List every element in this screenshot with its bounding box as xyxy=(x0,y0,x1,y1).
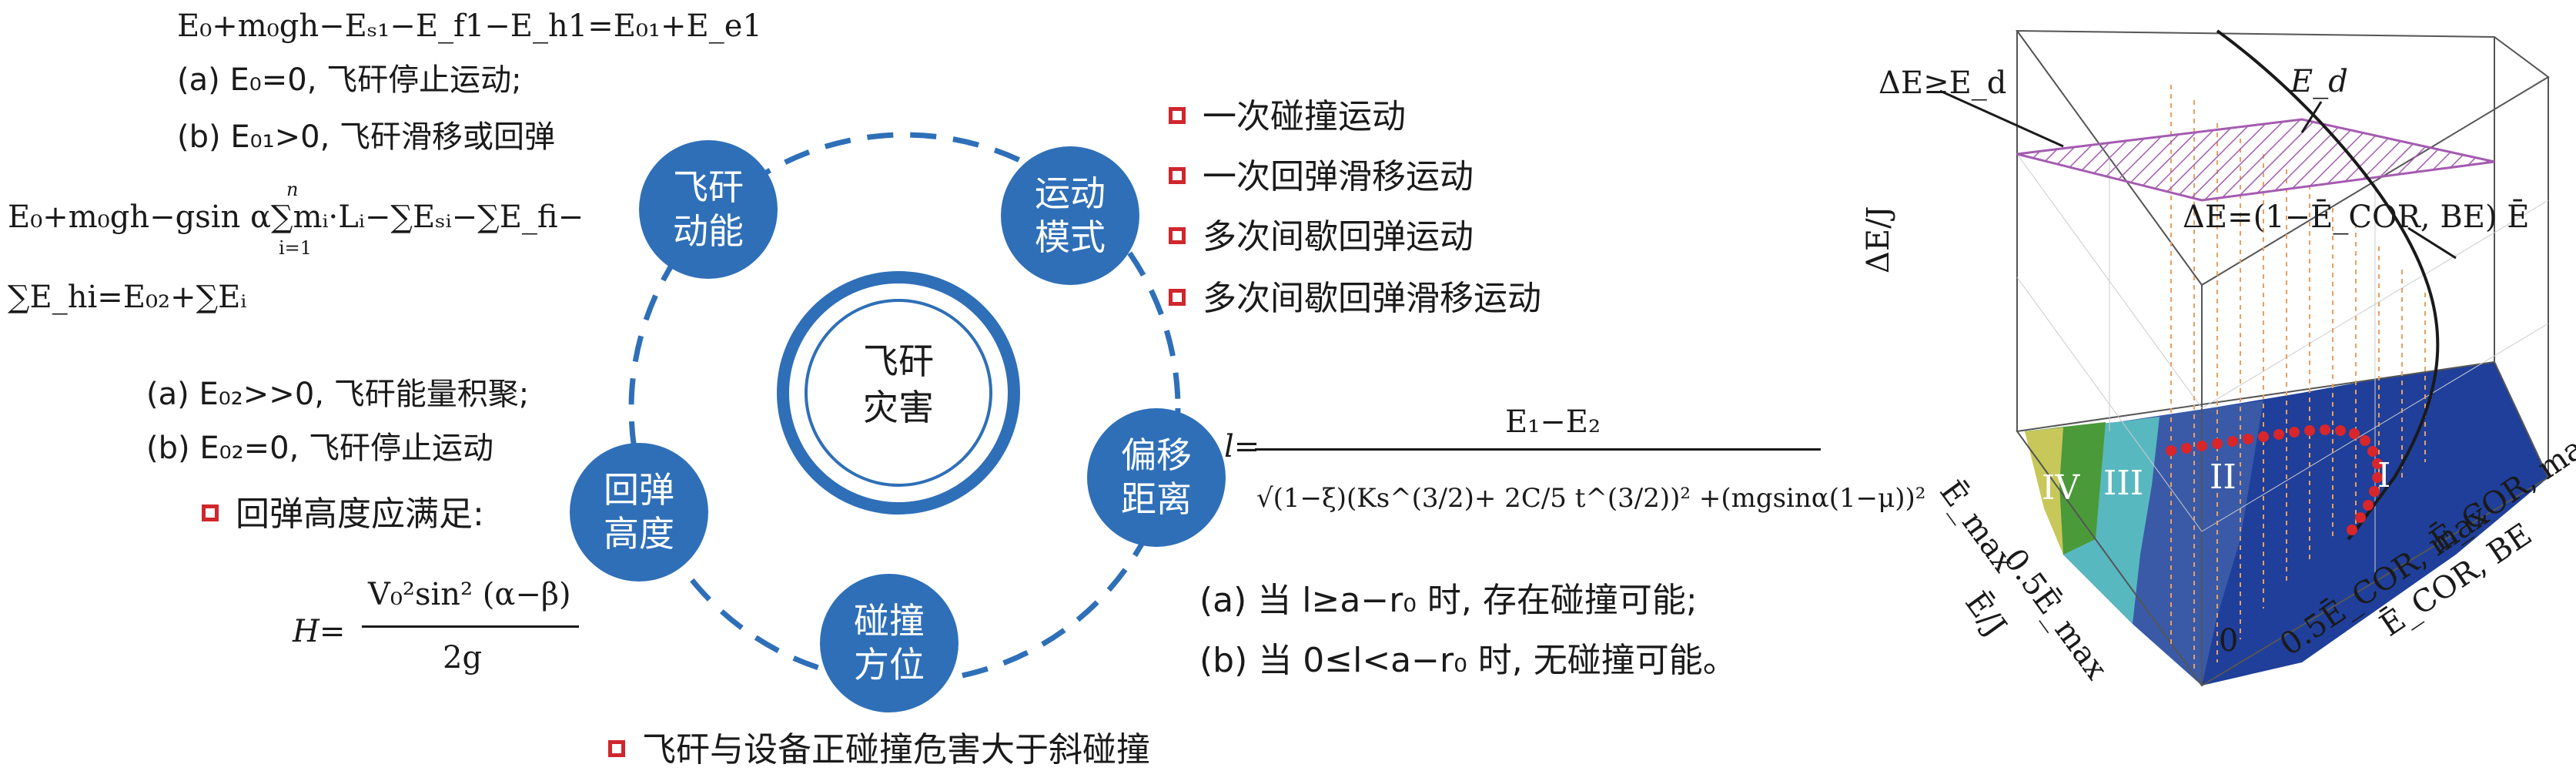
offset-formula-denominator: √(1−ξ)(Ks^(3/2)+ 2C/5 t^(3/2))² +(mgsinα… xyxy=(1256,483,1926,514)
hazard-inner-ring xyxy=(805,299,992,487)
node-collision-direction: 碰撞方位 xyxy=(820,574,958,712)
rebound-height-denominator: 2g xyxy=(443,640,483,675)
energy-equation-1: E₀+m₀gh−Eₛ₁−E_f1−E_h1=E₀₁+E_e1 xyxy=(177,8,762,44)
energy-equation-2-line2: ∑E_hi=E₀₂+∑Eᵢ xyxy=(8,280,247,315)
sum-upper-limit: n xyxy=(286,179,299,200)
node-kinetic-energy: 飞矸动能 xyxy=(639,140,778,279)
energy-3d-plot xyxy=(1939,29,2550,687)
plot-grid xyxy=(2016,153,2549,582)
annotation-arrows xyxy=(1939,89,2457,260)
sum-lower-limit: i=1 xyxy=(279,237,313,259)
rebound-height-lhs: H= xyxy=(293,614,346,649)
node-offset-distance: 偏移距离 xyxy=(1087,408,1226,547)
offset-formula-numerator: E₁−E₂ xyxy=(1505,404,1601,440)
offset-formula-lhs: l= xyxy=(1224,429,1260,464)
red-square-bullet xyxy=(608,740,625,757)
motion-mode-item: 一次回弹滑移运动 xyxy=(1169,160,1474,194)
red-square-bullet xyxy=(1169,167,1186,184)
annotation-exceed-threshold: ΔE≥E_d xyxy=(1878,65,2007,101)
energy-equation-2-line1: E₀+m₀gh−gsin α∑mᵢ·Lᵢ−∑Eₛᵢ−∑E_fi− xyxy=(8,199,584,235)
plot-origin: 0 xyxy=(2219,623,2239,659)
red-square-bullet xyxy=(1169,227,1186,244)
offset-case-b: (b) 当 0≤l<a−r₀ 时, 无碰撞可能。 xyxy=(1199,641,1737,680)
case-b-slide: (b) E₀₁>0, 飞矸滑移或回弹 xyxy=(177,119,556,155)
node-motion-mode: 运动模式 xyxy=(1001,146,1139,285)
annotation-energy-relation: ΔE=(1−Ē_COR, BE) Ē xyxy=(2183,199,2530,235)
red-square-bullet xyxy=(1169,107,1186,124)
dashed-cycle-ring xyxy=(628,132,1181,685)
fraction-bar xyxy=(362,625,579,628)
z-axis-label: ΔE/J xyxy=(1861,206,1896,273)
fraction-bar xyxy=(1255,448,1821,451)
collision-points xyxy=(2166,424,2383,535)
case-b-stop: (b) E₀₂=0, 飞矸停止运动 xyxy=(146,431,494,466)
region-label-II: II xyxy=(2210,458,2236,497)
motion-mode-item: 多次间歇回弹运动 xyxy=(1169,220,1474,254)
case-a-accumulate: (a) E₀₂>>0, 飞矸能量积聚; xyxy=(146,377,530,412)
region-label-V: V xyxy=(2000,479,2025,518)
region-label-IV: IV xyxy=(2042,468,2080,508)
bottom-note: 飞矸与设备正碰撞危害大于斜碰撞 xyxy=(608,733,1150,767)
red-square-bullet xyxy=(202,505,219,521)
node-rebound-height: 回弹高度 xyxy=(570,443,708,582)
offset-case-a: (a) 当 l≥a−r₀ 时, 存在碰撞可能; xyxy=(1199,581,1698,620)
region-V-area xyxy=(2025,427,2063,555)
rebound-height-numerator: V₀²sin² (α−β) xyxy=(368,577,571,612)
region-label-III: III xyxy=(2103,464,2144,503)
annotation-threshold-plane: E_d xyxy=(2290,64,2348,99)
hazard-center-label: 飞矸 灾害 xyxy=(863,340,934,428)
region-label-I: I xyxy=(2377,456,2391,495)
motion-mode-item: 一次碰撞运动 xyxy=(1169,100,1406,134)
motion-mode-item: 多次间歇回弹滑移运动 xyxy=(1169,282,1541,316)
plot-box-frame xyxy=(2016,29,2550,687)
threshold-plane-Ed xyxy=(2016,118,2495,202)
red-square-bullet xyxy=(1169,289,1186,306)
delta-energy-curve xyxy=(2216,29,2440,541)
hazard-outer-ring xyxy=(777,271,1020,515)
rebound-condition: 回弹高度应满足: xyxy=(202,498,484,531)
case-a-stop: (a) E₀=0, 飞矸停止运动; xyxy=(177,62,522,98)
